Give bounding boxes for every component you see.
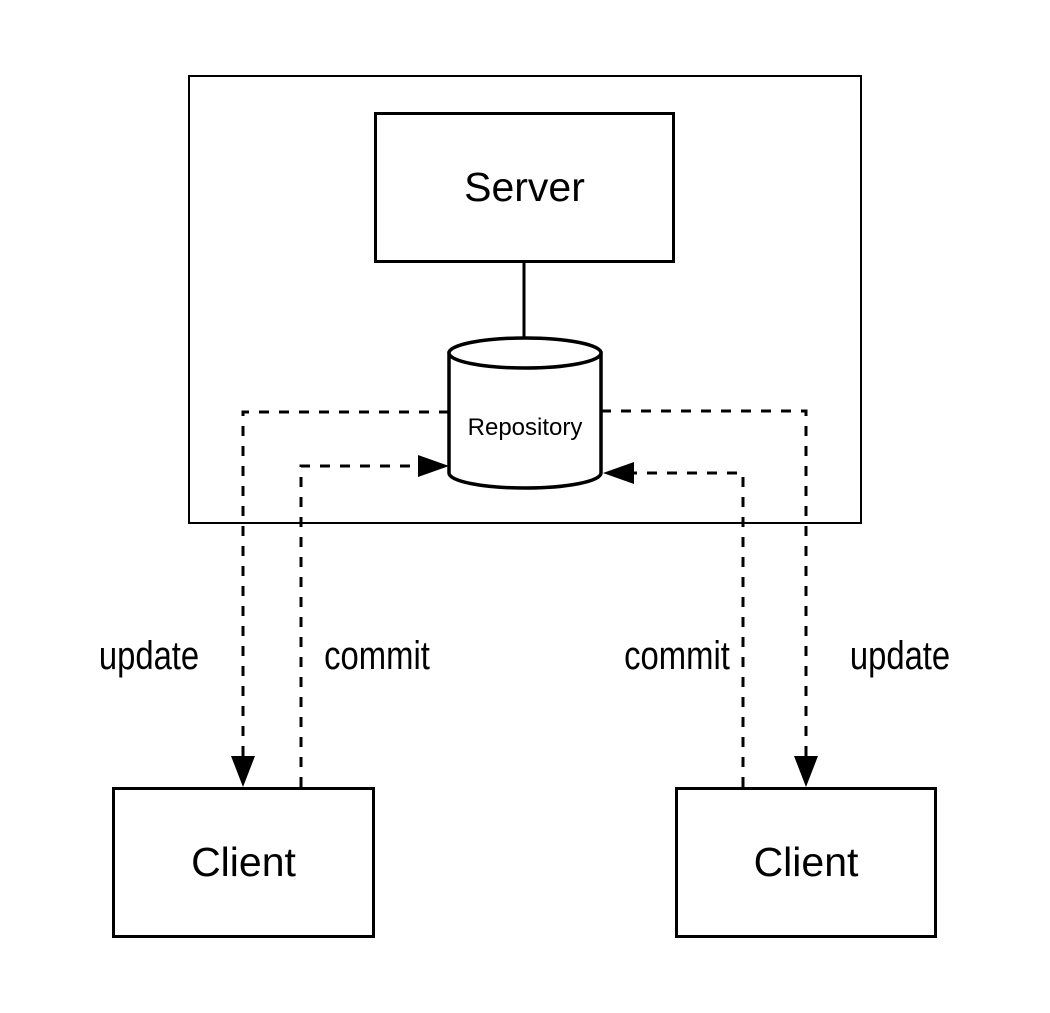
repository-label: Repository [467, 414, 583, 441]
arrowhead-update-left-icon [231, 756, 255, 787]
edge-label-commit-right: commit [624, 634, 730, 678]
update-edge-right [601, 409, 808, 756]
commit-edge-left [299, 464, 418, 787]
update-edge-left [241, 410, 449, 756]
edge-label-update-right: update [849, 634, 951, 678]
client-left-label: Client [191, 839, 296, 885]
client-right-label: Client [753, 839, 859, 885]
edge-label-update-left: update [98, 634, 200, 678]
server-boundary-box [188, 75, 862, 524]
edge-label-commit-left: commit [324, 634, 430, 678]
arrowhead-commit-right-icon [603, 462, 634, 484]
repository-cylinder-icon [447, 336, 603, 490]
arrowhead-commit-left-icon [418, 455, 449, 477]
client-node-left: Client [112, 787, 375, 938]
arrowhead-update-right-icon [794, 756, 818, 787]
server-node-label: Server [464, 164, 585, 210]
server-node: Server [374, 112, 675, 263]
client-node-right: Client [675, 787, 937, 938]
commit-edge-right [634, 471, 745, 787]
